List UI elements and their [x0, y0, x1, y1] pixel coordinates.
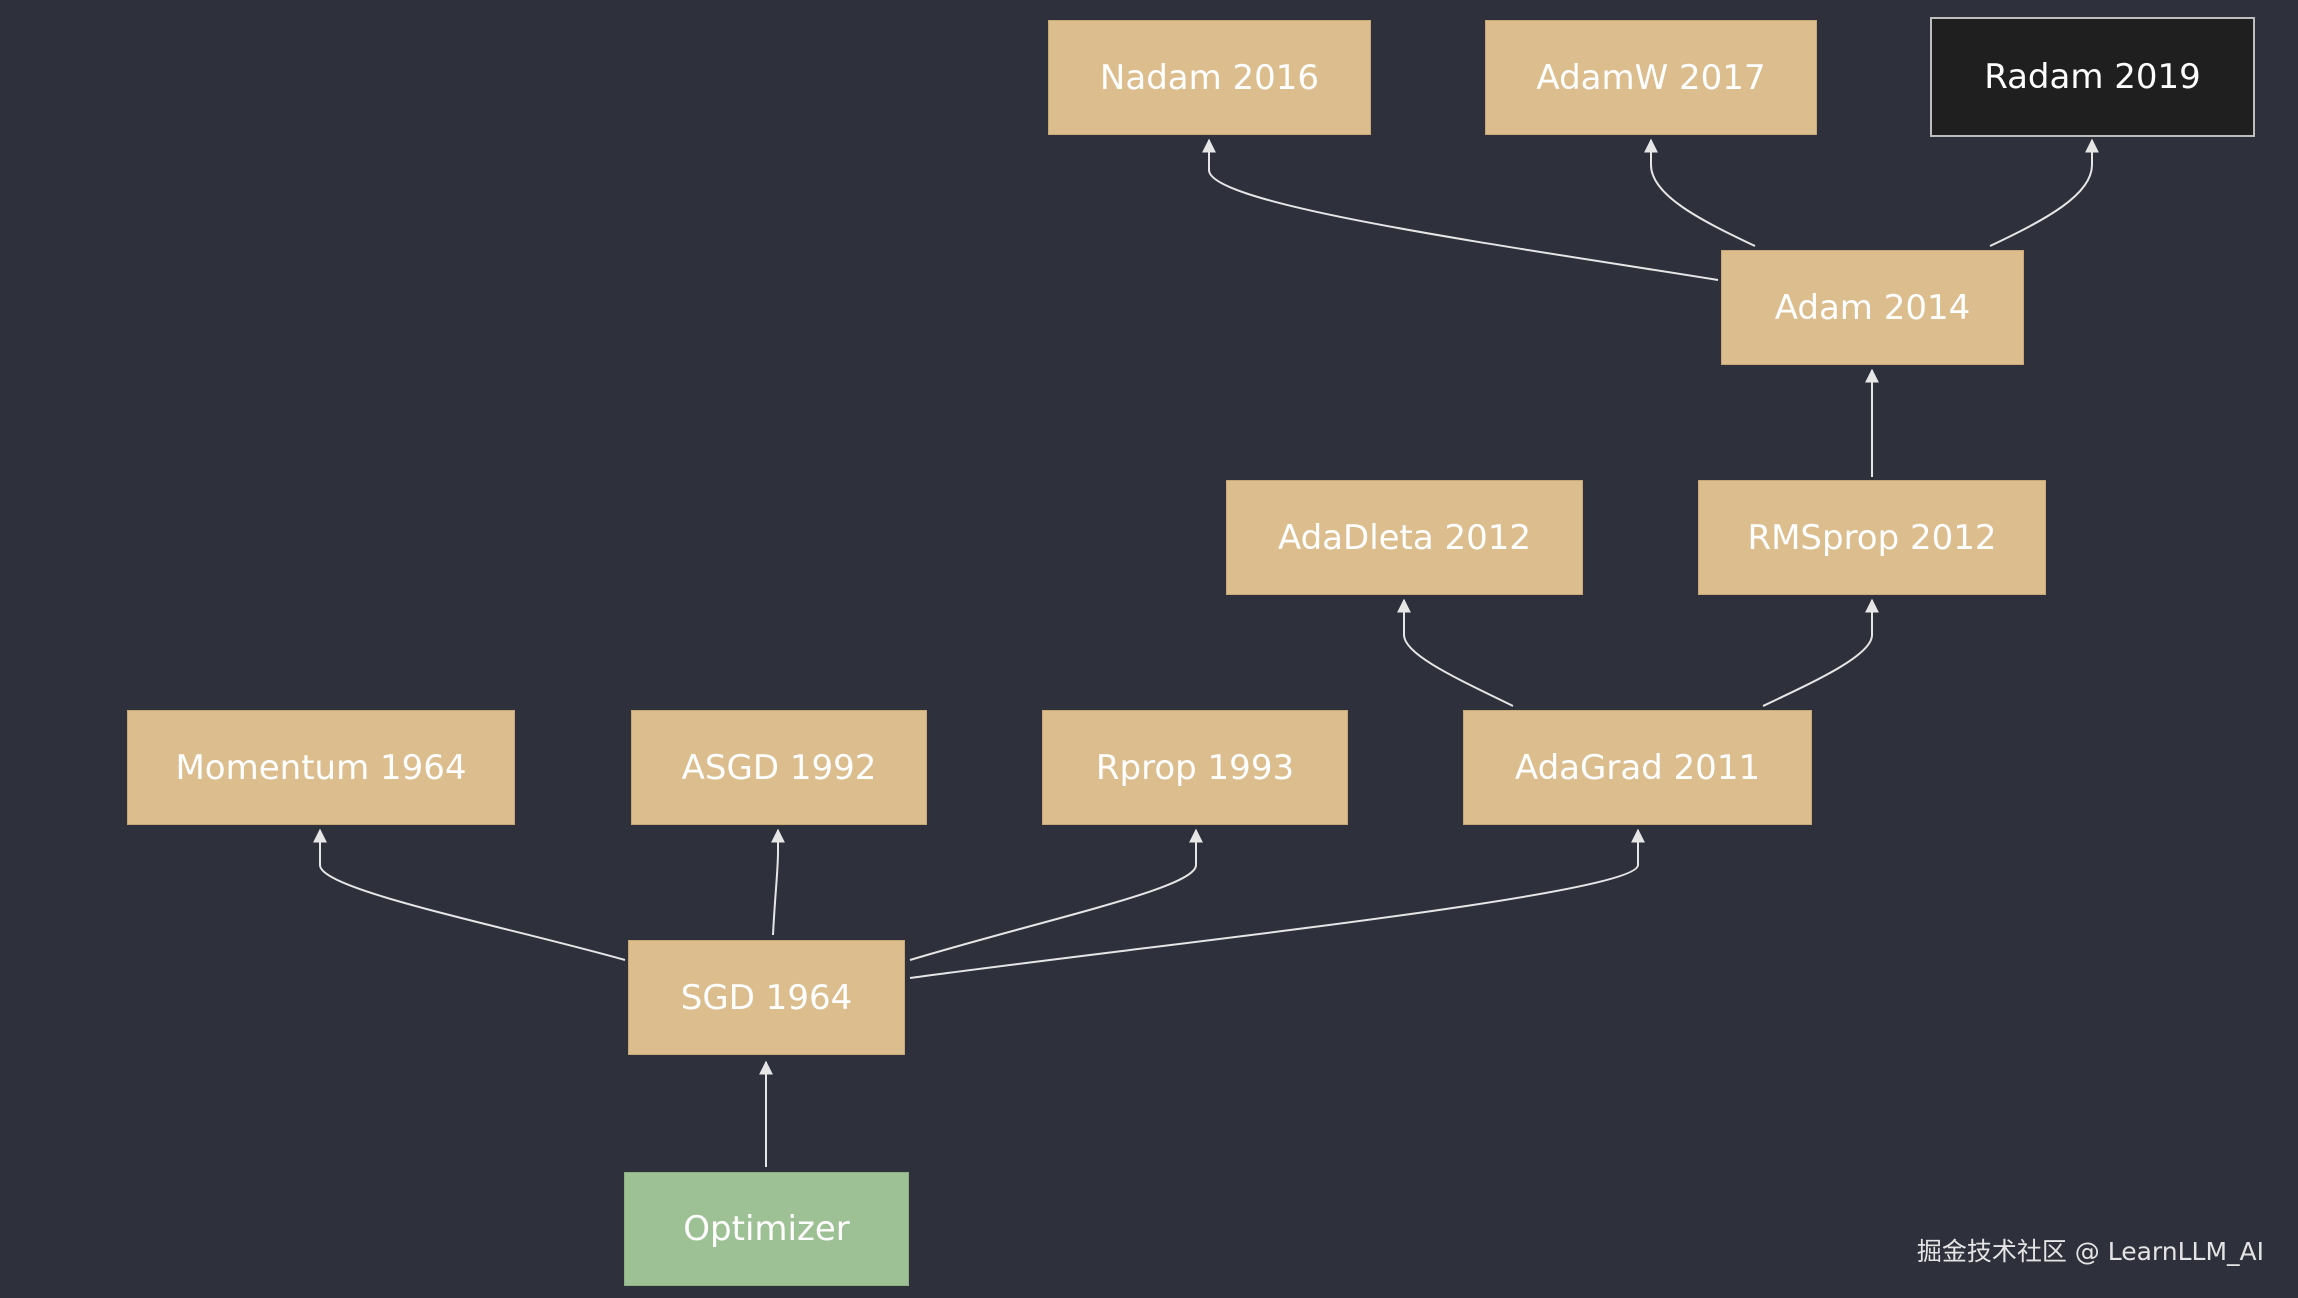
- node-optimizer[interactable]: Optimizer: [624, 1172, 909, 1286]
- node-adadelta[interactable]: AdaDleta 2012: [1226, 480, 1583, 595]
- node-nadam[interactable]: Nadam 2016: [1048, 20, 1371, 135]
- edge-adagrad-adadelta: [1397, 598, 1514, 707]
- node-momentum[interactable]: Momentum 1964: [127, 710, 515, 825]
- edge-sgd-momentum: [313, 828, 626, 961]
- node-sgd[interactable]: SGD 1964: [628, 940, 905, 1055]
- node-rprop[interactable]: Rprop 1993: [1042, 710, 1348, 825]
- node-asgd[interactable]: ASGD 1992: [631, 710, 927, 825]
- edge-adam-radam: [1989, 138, 2099, 247]
- watermark-text: 掘金技术社区 @ LearnLLM_AI: [1916, 1237, 2264, 1266]
- node-adamw[interactable]: AdamW 2017: [1485, 20, 1817, 135]
- edge-sgd-asgd: [771, 828, 785, 936]
- node-rmsprop[interactable]: RMSprop 2012: [1698, 480, 2046, 595]
- node-radam[interactable]: Radam 2019: [1930, 17, 2255, 137]
- node-adagrad[interactable]: AdaGrad 2011: [1463, 710, 1812, 825]
- edge-sgd-adagrad: [909, 828, 1645, 979]
- node-adam[interactable]: Adam 2014: [1721, 250, 2024, 365]
- edge-adam-nadam: [1202, 138, 1719, 281]
- edge-sgd-rprop: [909, 828, 1203, 961]
- edge-adagrad-rmsprop: [1762, 598, 1879, 707]
- edge-adam-adamw: [1644, 138, 1756, 247]
